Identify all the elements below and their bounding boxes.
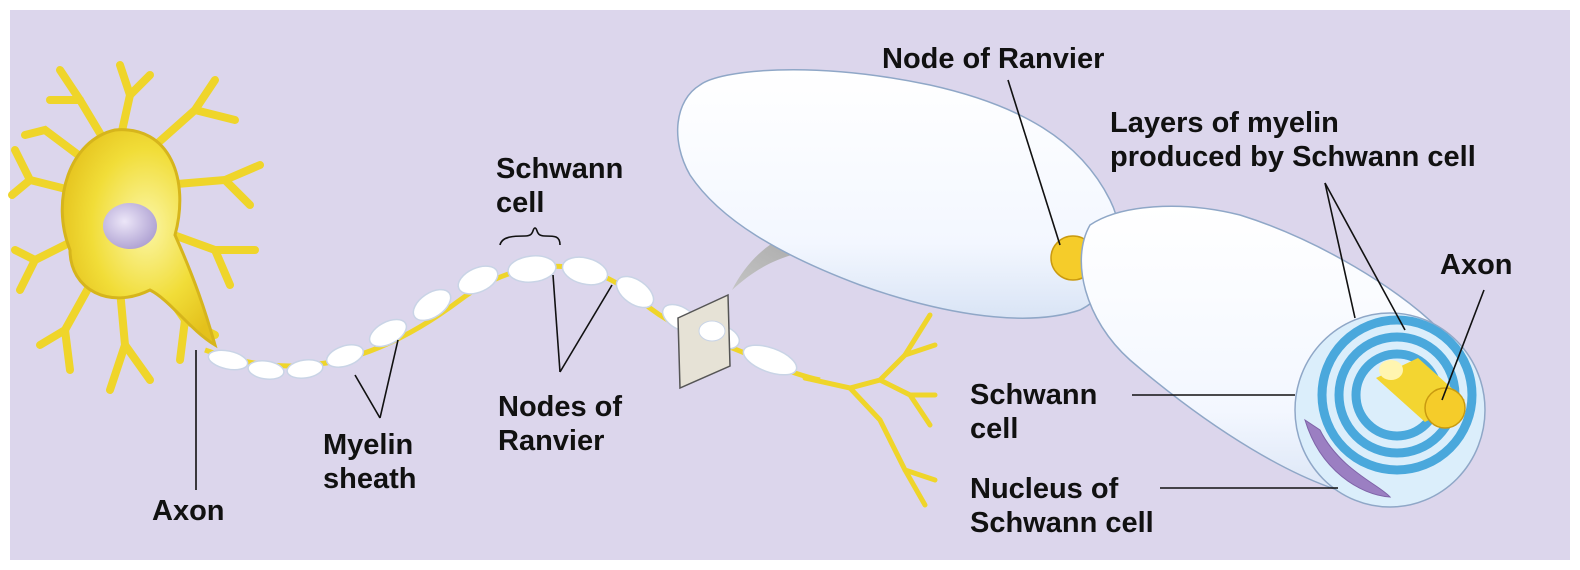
label-axon-right: Axon [1440,248,1513,282]
label-nodes-of-ranvier: Nodes of Ranvier [498,390,622,458]
neuron-nucleus [103,203,157,249]
myelinated-axon [205,253,935,505]
label-node-of-ranvier: Node of Ranvier [882,42,1104,76]
label-nucleus-of-schwann-cell: Nucleus of Schwann cell [970,472,1154,540]
label-layers-of-myelin: Layers of myelin produced by Schwann cel… [1110,106,1476,174]
label-myelin-sheath: Myelin sheath [323,428,416,496]
label-schwann-cell-right: Schwann cell [970,378,1097,446]
label-axon-left: Axon [152,494,225,528]
label-schwann-cell-top: Schwann cell [496,152,623,220]
